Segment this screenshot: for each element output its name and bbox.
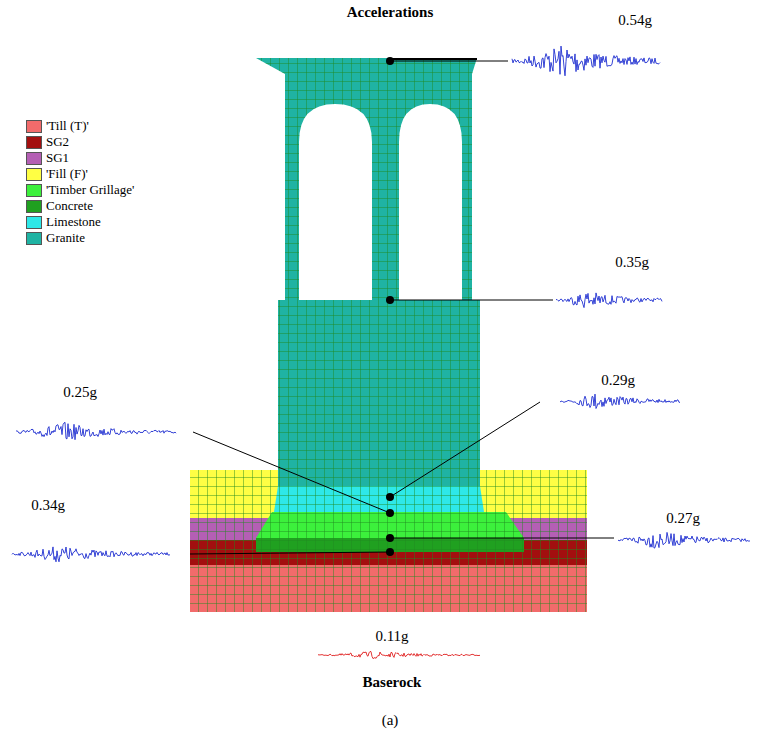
time-history-trace	[618, 532, 750, 548]
legend-swatch	[26, 200, 42, 213]
legend-text: 'Timber Grillage'	[46, 182, 134, 198]
legend-row: SG2	[26, 134, 134, 150]
lower-mesh	[274, 300, 484, 512]
time-history-trace	[556, 293, 662, 308]
upper-tower	[256, 58, 477, 300]
legend-text: 'Fill (F)'	[46, 166, 88, 182]
time-history-trace	[512, 46, 660, 76]
legend-swatch	[26, 136, 42, 149]
legend-swatch	[26, 120, 42, 133]
legend-text: Concrete	[46, 198, 93, 214]
figure-caption: (a)	[382, 712, 399, 729]
acceleration-value: 0.54g	[618, 12, 652, 29]
time-history-trace	[12, 547, 170, 562]
timber-grillage	[256, 512, 524, 552]
time-history-trace	[318, 652, 480, 659]
legend-row: 'Timber Grillage'	[26, 182, 134, 198]
legend-row: SG1	[26, 150, 134, 166]
legend-swatch	[26, 152, 42, 165]
acceleration-value: 0.25g	[63, 384, 97, 401]
legend-text: Granite	[46, 230, 85, 246]
legend-text: Limestone	[46, 214, 101, 230]
legend-swatch	[26, 184, 42, 197]
acceleration-value: 0.11g	[375, 628, 408, 645]
legend-row: Concrete	[26, 198, 134, 214]
foundation-mesh	[256, 512, 524, 552]
acceleration-value: 0.27g	[666, 510, 700, 527]
legend-swatch	[26, 168, 42, 181]
legend-swatch	[26, 216, 42, 229]
legend-text: 'Till (T)'	[46, 118, 89, 134]
legend-row: Granite	[26, 230, 134, 246]
acceleration-traces	[12, 46, 750, 659]
leader-lines	[190, 61, 614, 554]
time-history-trace	[16, 422, 176, 439]
legend-text: SG1	[46, 150, 69, 166]
legend-row: Limestone	[26, 214, 134, 230]
acceleration-value: 0.35g	[615, 254, 649, 271]
baserock-label: Baserock	[363, 674, 422, 691]
upper-mesh	[256, 58, 477, 300]
time-history-trace	[560, 394, 680, 408]
legend-swatch	[26, 232, 42, 245]
top-edge	[390, 58, 477, 60]
acceleration-value: 0.34g	[31, 497, 65, 514]
measurement-points	[386, 57, 394, 556]
material-legend: 'Till (T)'SG2SG1'Fill (F)''Timber Grilla…	[26, 118, 134, 246]
legend-text: SG2	[46, 134, 69, 150]
legend-row: 'Fill (F)'	[26, 166, 134, 182]
legend-row: 'Till (T)'	[26, 118, 134, 134]
figure-heading: Accelerations	[347, 4, 434, 21]
acceleration-value: 0.29g	[601, 372, 635, 389]
